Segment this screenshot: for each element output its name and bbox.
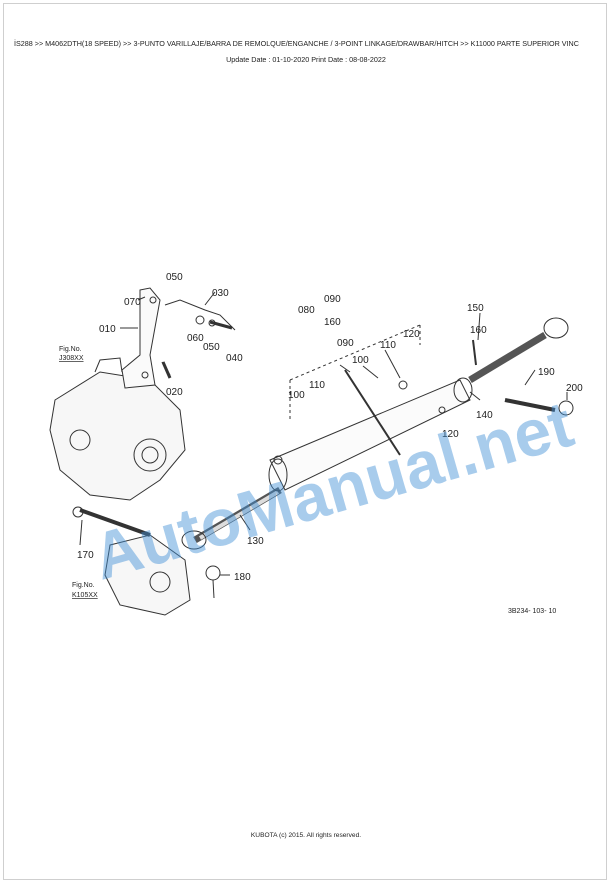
label-080: 080 bbox=[298, 305, 315, 316]
update-print-dates: Update Date : 01-10-2020 Print Date : 08… bbox=[226, 55, 386, 64]
label-100-top: 100 bbox=[352, 355, 369, 366]
page-frame bbox=[3, 3, 607, 880]
handle-090 bbox=[344, 369, 401, 456]
label-110-top: 110 bbox=[380, 340, 396, 351]
label-130: 130 bbox=[247, 536, 264, 547]
rear-housing bbox=[49, 371, 186, 501]
label-140: 140 bbox=[476, 410, 493, 421]
pin-190 bbox=[504, 398, 556, 412]
pin-180 bbox=[205, 565, 221, 581]
label-020: 020 bbox=[166, 387, 183, 398]
rod-030 bbox=[164, 299, 236, 331]
label-030: 030 bbox=[212, 288, 229, 299]
breadcrumb: İS288 >> M4062DTH(18 SPEED) >> 3-PUNTO V… bbox=[14, 39, 579, 48]
fig-ref-1-label: Fig.No. bbox=[59, 346, 82, 353]
fig-ref-2-code: K105XX bbox=[72, 592, 98, 599]
pin-170 bbox=[79, 508, 151, 537]
label-090: 090 bbox=[337, 338, 354, 349]
label-150: 150 bbox=[467, 303, 484, 314]
label-160: 160 bbox=[470, 325, 487, 336]
top-link-tube bbox=[269, 379, 471, 491]
copyright-footer: KUBOTA (c) 2015. All rights reserved. bbox=[250, 832, 362, 839]
label-110: 110 bbox=[309, 380, 325, 391]
label-040: 040 bbox=[226, 353, 243, 364]
label-070: 070 bbox=[124, 297, 141, 308]
label-120: 120 bbox=[442, 429, 459, 440]
label-050-mid: 050 bbox=[203, 342, 220, 353]
label-050-top: 050 bbox=[166, 272, 183, 283]
label-060: 060 bbox=[187, 333, 204, 344]
label-190: 190 bbox=[538, 367, 555, 378]
label-090-group: 090 bbox=[324, 294, 341, 305]
fig-ref-1-code: J308XX bbox=[59, 355, 84, 362]
housing-boss bbox=[133, 438, 167, 472]
label-200: 200 bbox=[566, 383, 583, 394]
rod-150 bbox=[468, 331, 547, 384]
hitch-bracket bbox=[104, 534, 191, 616]
drawing-code: 3B234- 103- 10 bbox=[508, 608, 556, 615]
label-120-top: 120 bbox=[403, 329, 420, 340]
label-100: 100 bbox=[288, 390, 305, 401]
bracket-010 bbox=[121, 287, 161, 389]
fig-ref-2-label: Fig.No. bbox=[72, 582, 95, 589]
label-180: 180 bbox=[234, 572, 251, 583]
label-170: 170 bbox=[77, 550, 94, 561]
label-010: 010 bbox=[99, 324, 116, 335]
label-160-group: 160 bbox=[324, 317, 341, 328]
